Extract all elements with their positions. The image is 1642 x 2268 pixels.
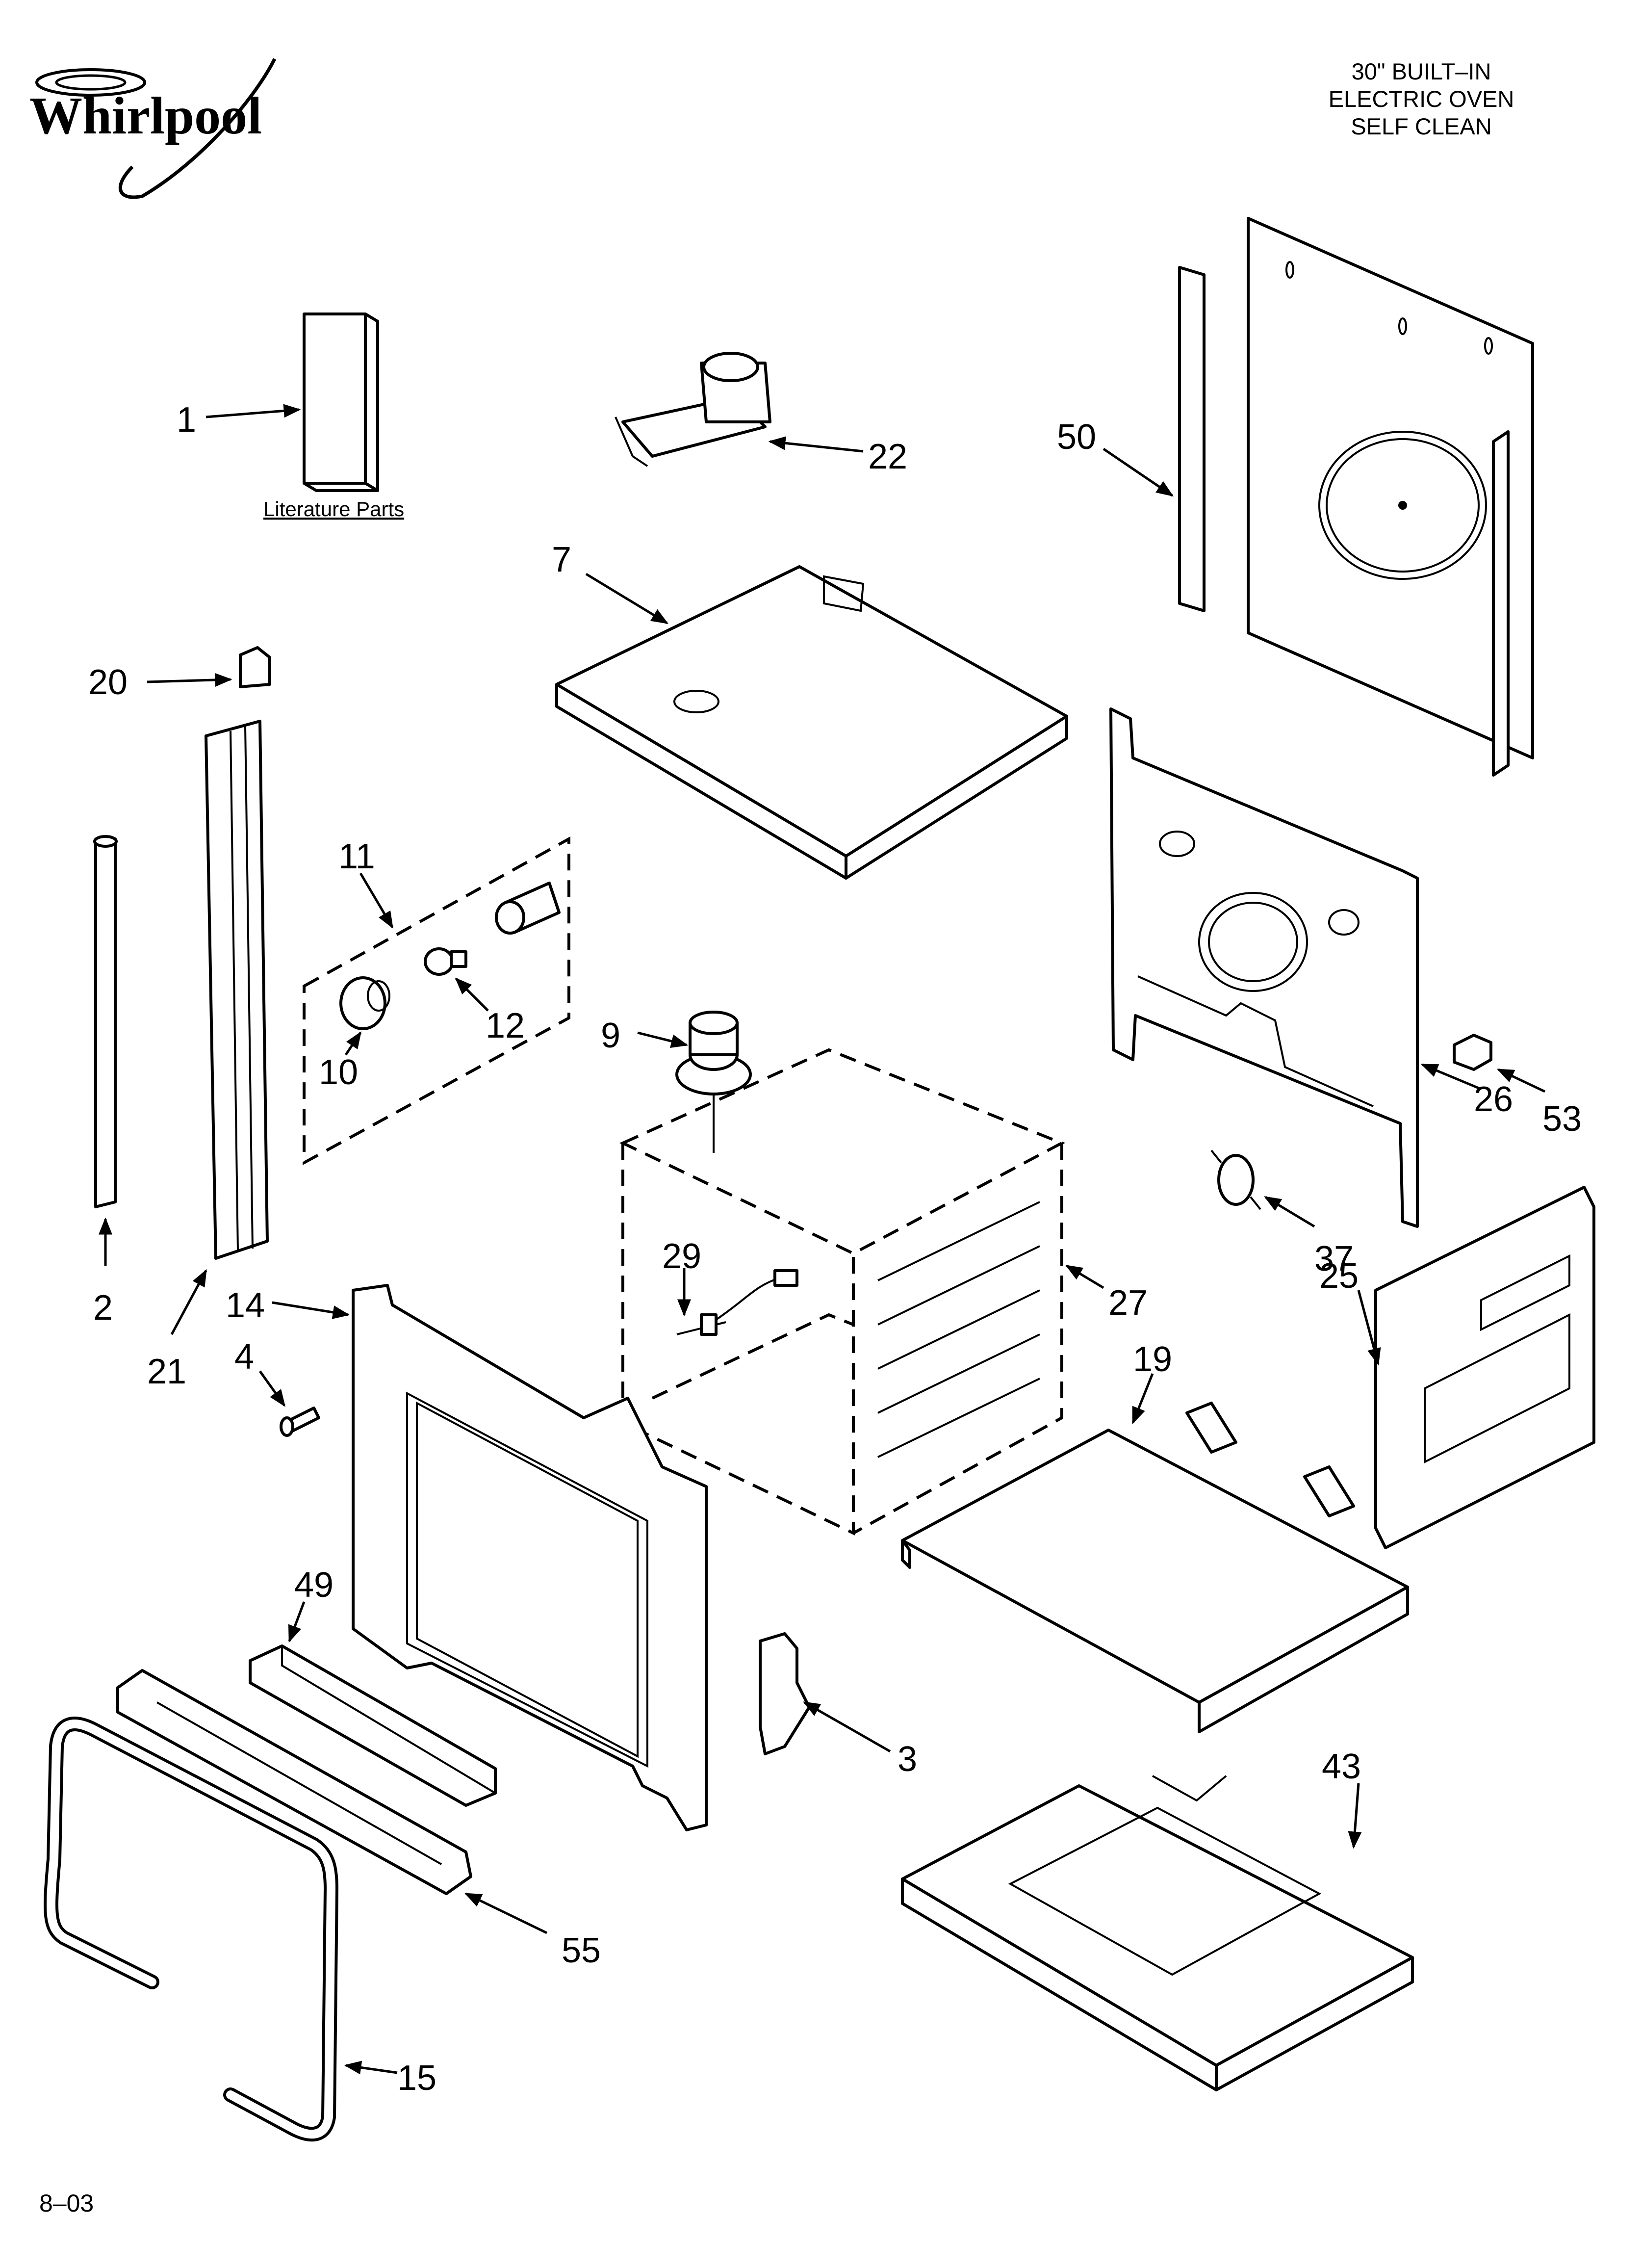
- header-title: 30" BUILT–IN ELECTRIC OVEN SELF CLEAN: [1294, 58, 1549, 140]
- callout-43: 43: [1322, 1747, 1361, 1786]
- part-43: [901, 1775, 1414, 2091]
- part-49: [249, 1644, 497, 1807]
- part-29: [676, 1269, 798, 1336]
- callout-50: 50: [1057, 417, 1096, 457]
- part-15: [44, 1717, 339, 2142]
- callout-11: 11: [338, 837, 375, 876]
- part-3: [759, 1632, 811, 1755]
- header-line-3: SELF CLEAN: [1351, 113, 1492, 139]
- part-22: [615, 352, 771, 467]
- callout-22: 22: [868, 437, 907, 476]
- callout-21: 21: [147, 1352, 186, 1391]
- callout-29: 29: [662, 1237, 701, 1276]
- part-12: [424, 947, 467, 976]
- part-20: [239, 646, 271, 688]
- header-line-1: 30" BUILT–IN: [1351, 58, 1491, 84]
- part-10: [339, 976, 390, 1030]
- callout-9: 9: [601, 1016, 620, 1055]
- part-14: [352, 1284, 708, 1831]
- literature-label: Literature Parts: [263, 497, 404, 521]
- callout-25: 25: [1319, 1256, 1359, 1296]
- callout-19: 19: [1133, 1340, 1172, 1379]
- part-50: [1178, 217, 1534, 777]
- callout-7: 7: [552, 540, 571, 579]
- callout-3: 3: [898, 1740, 917, 1779]
- callout-55: 55: [562, 1931, 601, 1970]
- part-21: [205, 720, 269, 1260]
- callout-1: 1: [177, 400, 196, 440]
- callout-53: 53: [1542, 1099, 1582, 1139]
- part-37: [1210, 1149, 1261, 1210]
- literature-parts-book: [303, 313, 379, 492]
- callout-27: 27: [1108, 1283, 1148, 1323]
- callout-4: 4: [234, 1337, 254, 1377]
- callout-14: 14: [226, 1286, 265, 1325]
- part-9: [675, 1011, 752, 1153]
- callout-15: 15: [397, 2059, 436, 2098]
- callout-37: 37: [1314, 1239, 1354, 1278]
- part-26: [1109, 707, 1419, 1228]
- callout-20: 20: [88, 663, 128, 702]
- part-27: [619, 1048, 1066, 1536]
- part-2: [93, 835, 118, 1208]
- part-11-group: [303, 836, 570, 1166]
- whirlpool-logo: Whirlpool: [29, 58, 277, 199]
- part-53: [1453, 1034, 1492, 1071]
- part-25: [1374, 1186, 1595, 1549]
- date-code: 8–03: [39, 2190, 94, 2217]
- callout-2: 2: [93, 1288, 113, 1328]
- part-55: [116, 1669, 472, 1895]
- part-11-lampholder: [495, 882, 561, 935]
- header-line-2: ELECTRIC OVEN: [1328, 86, 1514, 112]
- part-19: [901, 1402, 1409, 1733]
- part-7: [555, 565, 1068, 880]
- logo-text: Whirlpool: [29, 87, 262, 145]
- part-4: [280, 1407, 320, 1437]
- callout-26: 26: [1474, 1080, 1513, 1119]
- callout-49: 49: [294, 1565, 334, 1605]
- callout-12: 12: [486, 1006, 525, 1045]
- callout-10: 10: [319, 1053, 358, 1092]
